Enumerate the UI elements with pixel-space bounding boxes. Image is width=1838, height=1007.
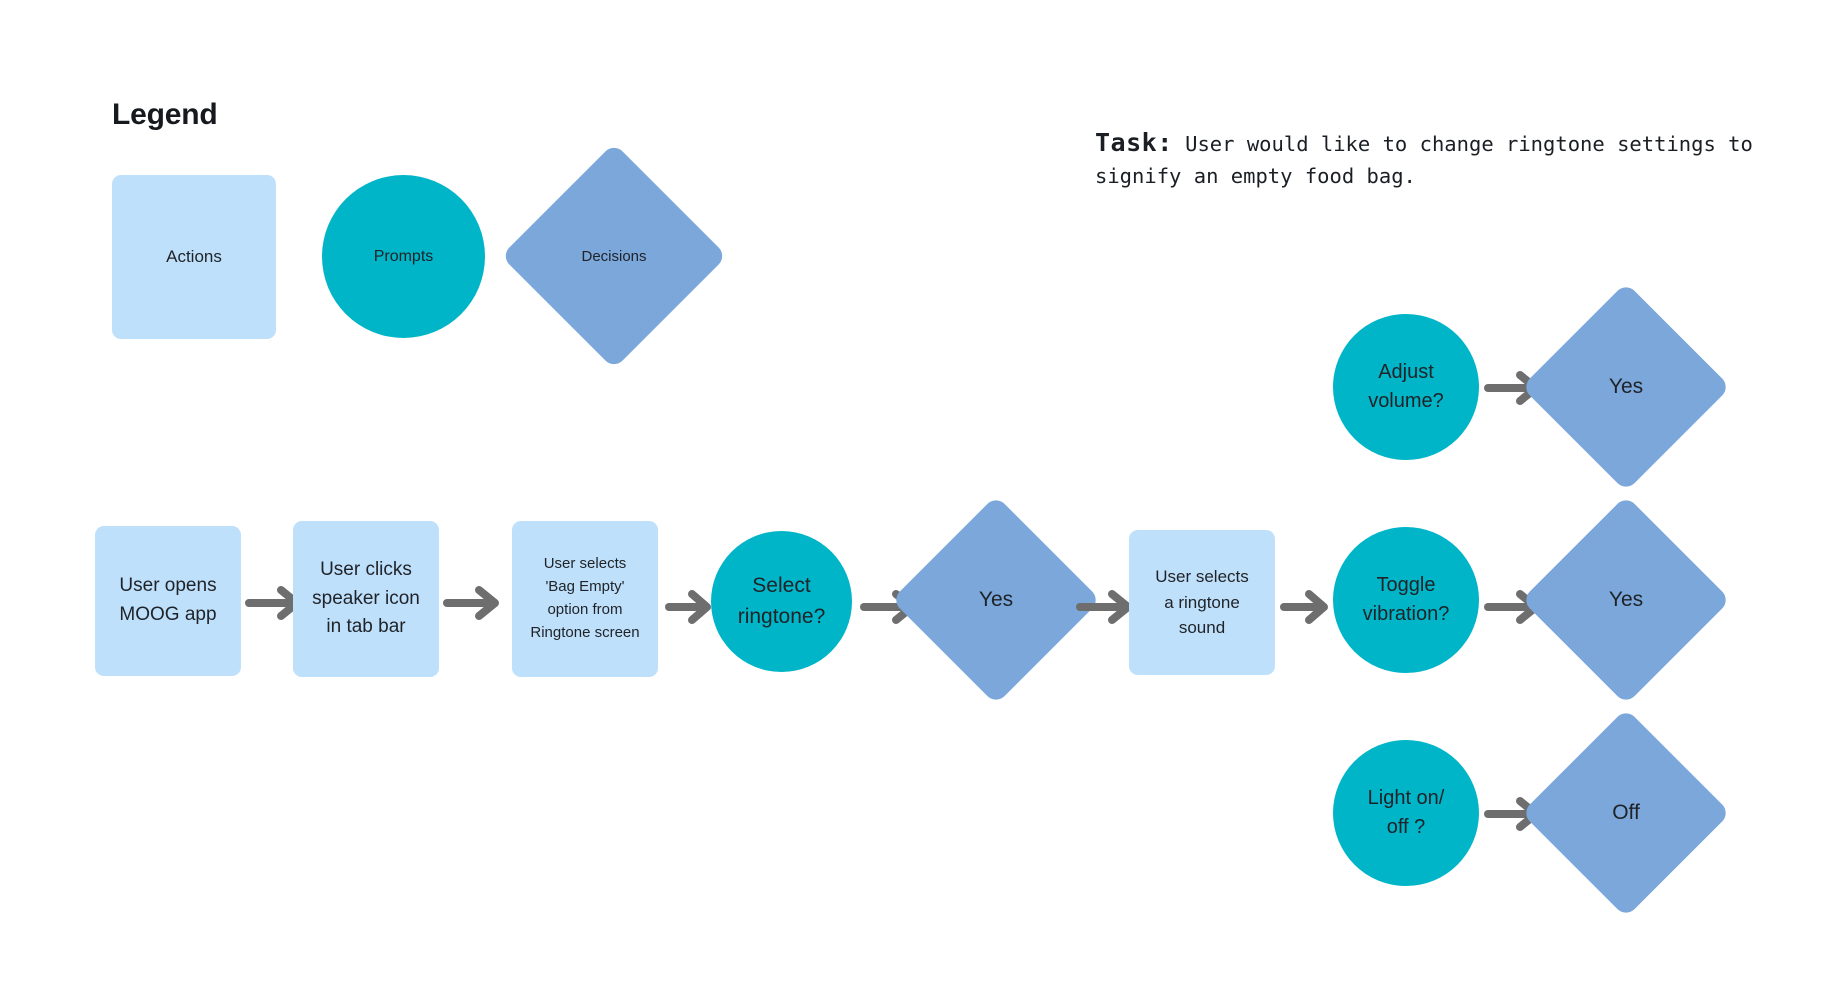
flow-node-adjust-volume-prompt[interactable]: Adjust volume?	[1333, 314, 1479, 460]
flow-node-label: Adjust volume?	[1368, 361, 1444, 412]
flow-node-light-on-off-prompt[interactable]: Light on/ off ?	[1333, 740, 1479, 886]
flow-node-user-selects-bag-empty[interactable]: User selects 'Bag Empty' option from Rin…	[512, 521, 658, 677]
flow-node-label: User selects 'Bag Empty' option from Rin…	[530, 555, 640, 641]
flow-node-label: Light on/ off ?	[1367, 787, 1445, 838]
arrow-right-icon	[443, 583, 505, 623]
flow-node-label: Yes	[978, 588, 1014, 611]
task-statement: Task: User would like to change ringtone…	[1095, 127, 1775, 192]
flow-node-select-ringtone-prompt[interactable]: Select ringtone?	[711, 531, 852, 672]
legend-decision-shape: Decisions	[500, 142, 728, 370]
flow-node-label: Select ringtone?	[737, 574, 826, 628]
legend-decision-label: Decisions	[581, 247, 647, 265]
legend-action-label: Actions	[166, 247, 222, 267]
flow-node-label: User selects a ringtone sound	[1155, 566, 1249, 638]
flow-node-decision-yes-vibration[interactable]: Yes	[1521, 495, 1731, 705]
arrow-right-icon	[665, 587, 717, 627]
task-label: Task:	[1095, 128, 1173, 157]
flow-node-decision-off-light[interactable]: Off	[1521, 708, 1731, 918]
flow-node-toggle-vibration-prompt[interactable]: Toggle vibration?	[1333, 527, 1479, 673]
legend-prompt-shape: Prompts	[322, 175, 485, 338]
flow-node-user-clicks-speaker-icon[interactable]: User clicks speaker icon in tab bar	[293, 521, 439, 677]
flow-node-label: Yes	[1608, 588, 1644, 611]
arrow-right-icon	[1076, 587, 1138, 627]
flow-node-decision-yes-ringtone[interactable]: Yes	[891, 495, 1101, 705]
flow-node-decision-yes-volume[interactable]: Yes	[1521, 282, 1731, 492]
arrow-right-icon	[1280, 587, 1334, 627]
legend-action-shape: Actions	[112, 175, 276, 339]
flow-node-user-opens-moog-app[interactable]: User opens MOOG app	[95, 526, 241, 676]
flow-node-label: Yes	[1608, 375, 1644, 398]
flow-node-label: Off	[1612, 801, 1640, 824]
flow-node-label: User clicks speaker icon in tab bar	[312, 558, 420, 638]
flow-node-label: User opens MOOG app	[119, 575, 217, 625]
legend-title: Legend	[112, 98, 218, 131]
legend-prompt-label: Prompts	[373, 247, 434, 265]
task-text: User would like to change ringtone setti…	[1095, 132, 1753, 188]
flow-node-label: Toggle vibration?	[1362, 574, 1450, 625]
flow-node-user-selects-ringtone-sound[interactable]: User selects a ringtone sound	[1129, 530, 1275, 675]
